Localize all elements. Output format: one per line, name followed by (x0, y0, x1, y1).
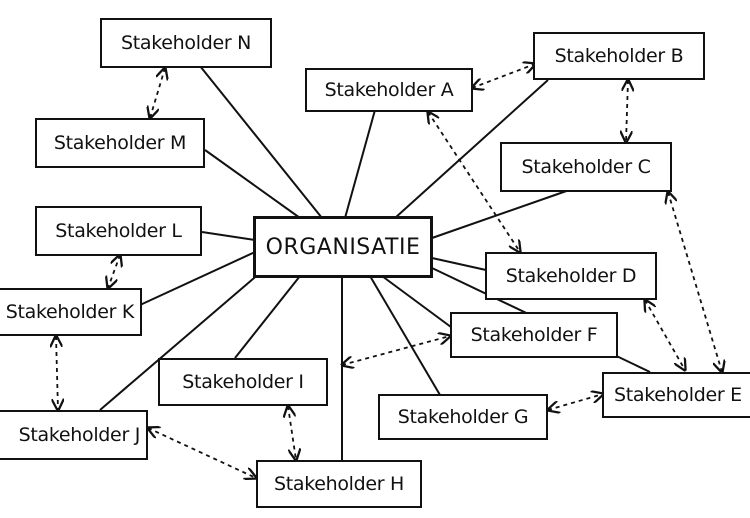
relation-n-m (150, 68, 165, 118)
link-org-k (139, 251, 256, 306)
stakeholder-b-box: Stakeholder B (533, 32, 705, 80)
stakeholder-m-label: Stakeholder M (53, 132, 187, 154)
stakeholder-a-label: Stakeholder A (324, 79, 454, 101)
stakeholder-j-box: Stakeholder J (0, 410, 148, 460)
stakeholder-n-box: Stakeholder N (100, 18, 272, 68)
relation-c-e (668, 192, 722, 372)
stakeholder-k-box: Stakeholder K (0, 288, 142, 336)
stakeholder-f-label: Stakeholder F (470, 324, 598, 346)
relation-d-e (645, 300, 685, 370)
stakeholder-i-box: Stakeholder I (158, 358, 328, 406)
relation-a-d (428, 112, 520, 252)
stakeholder-m-box: Stakeholder M (35, 118, 205, 168)
stakeholder-d-box: Stakeholder D (485, 252, 657, 300)
link-org-m (204, 149, 301, 219)
relation-i-h (288, 406, 296, 460)
link-org-i (234, 275, 301, 359)
link-org-l (201, 231, 256, 241)
stakeholder-d-label: Stakeholder D (505, 265, 637, 287)
stakeholder-n-label: Stakeholder N (120, 32, 252, 54)
stakeholder-b-label: Stakeholder B (554, 45, 684, 67)
relation-b-c (626, 80, 628, 142)
relation-g-e (548, 394, 603, 410)
stakeholder-k-label: Stakeholder K (5, 301, 135, 323)
stakeholder-i-label: Stakeholder I (182, 371, 304, 393)
stakeholder-g-label: Stakeholder G (397, 406, 529, 428)
stakeholder-j-label: Stakeholder J (18, 424, 141, 446)
relation-k-j (56, 336, 58, 410)
stakeholder-a-box: Stakeholder A (305, 68, 473, 112)
stakeholder-l-box: Stakeholder L (35, 206, 202, 256)
stakeholder-e-label: Stakeholder E (614, 384, 742, 406)
stakeholder-h-box: Stakeholder H (256, 460, 422, 508)
organisatie-box: ORGANISATIE (253, 216, 433, 278)
stakeholder-g-box: Stakeholder G (378, 394, 548, 440)
organisatie-label: ORGANISATIE (265, 234, 421, 260)
relation-l-k (108, 255, 120, 288)
stakeholder-l-label: Stakeholder L (55, 220, 182, 242)
stakeholder-f-box: Stakeholder F (450, 312, 618, 358)
stakeholder-relations (56, 64, 722, 478)
link-org-a (344, 109, 376, 219)
link-org-d (431, 257, 487, 271)
link-org-c (431, 187, 576, 239)
stakeholder-h-label: Stakeholder H (273, 473, 405, 495)
stakeholder-c-box: Stakeholder C (500, 142, 672, 192)
relation-j-h (148, 428, 256, 478)
link-org-f (381, 275, 456, 331)
relation-a-b (472, 64, 535, 88)
stakeholder-e-box: Stakeholder E (602, 372, 750, 418)
relation-i-f (342, 336, 450, 365)
link-org-n (199, 65, 323, 219)
stakeholder-c-label: Stakeholder C (521, 156, 651, 178)
link-org-j (99, 265, 269, 411)
